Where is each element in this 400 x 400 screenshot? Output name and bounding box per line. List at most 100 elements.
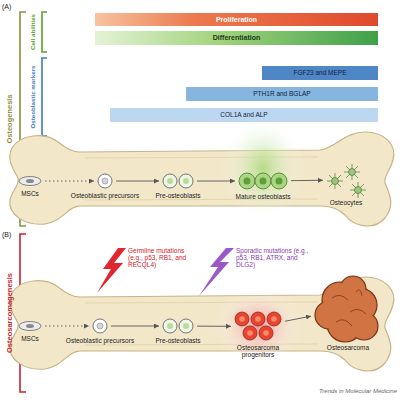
mature-osteoblast-cell xyxy=(255,173,271,189)
sporadic-bolt xyxy=(199,248,234,296)
bracket-markers xyxy=(42,58,47,136)
progenitor-cell xyxy=(251,312,265,326)
stage-cell: Mature osteoblasts xyxy=(237,171,289,191)
mature-osteoblast-cell xyxy=(244,178,251,185)
marker-box: FGF23 and MEPE xyxy=(262,66,378,80)
stage-arrow xyxy=(116,181,159,182)
pre-osteoblast-cell xyxy=(163,174,177,188)
ability-bar: Differentiation xyxy=(95,31,378,45)
stage-cell: Osteocytes xyxy=(325,163,367,197)
tumor-mass xyxy=(351,313,377,339)
marker-box: PTH1R and BGLAP xyxy=(186,87,378,101)
pre-osteoblast-cell xyxy=(179,319,193,333)
differentiation-glow xyxy=(221,116,305,220)
box-label: PTH1R and BGLAP xyxy=(253,90,310,97)
marker-box: COL1A and ALP xyxy=(110,108,378,122)
progenitor-glow xyxy=(213,288,303,364)
stage-arrow xyxy=(45,326,89,327)
box-label: FGF23 and MEPE xyxy=(293,69,346,76)
mutation-note: Sporadic mutations (e.g., p53, RB1, ATRX… xyxy=(236,247,314,268)
progenitor-cell xyxy=(235,312,281,340)
ability-bar: Proliferation xyxy=(95,13,378,26)
progenitor-cell xyxy=(235,312,249,326)
msc-cell xyxy=(19,177,41,186)
bone-drawing xyxy=(10,132,394,226)
sporadic-bolt xyxy=(199,248,234,296)
mature-osteoblast-cell xyxy=(276,178,283,185)
precursor-cell xyxy=(93,319,107,333)
msc-cell xyxy=(19,322,41,331)
progenitor-cell xyxy=(243,326,257,340)
stage-label: MSCs xyxy=(0,190,65,197)
progenitor-cell xyxy=(267,312,281,326)
pre-osteoblast-cell xyxy=(167,178,173,184)
tumor-mass xyxy=(332,290,366,326)
stage-label: Osteoblastic precursors xyxy=(65,337,135,344)
bracket-markers xyxy=(42,58,47,136)
stage-label: Mature osteoblasts xyxy=(228,193,298,200)
tumor-mass xyxy=(315,276,378,342)
pre-osteoblast-cell xyxy=(179,174,193,188)
osteocyte-cell xyxy=(349,169,356,176)
precursor-cell xyxy=(97,323,103,329)
bracket-label: Osteogenesis xyxy=(6,59,14,179)
bone-drawing xyxy=(10,132,394,226)
msc-cell xyxy=(26,324,34,328)
box-label: Proliferation xyxy=(216,16,257,24)
panel-letter: (B) xyxy=(2,231,22,239)
stage-arrow xyxy=(291,180,323,181)
stage-cell: Pre-osteoblasts xyxy=(161,317,195,335)
progenitor-cell xyxy=(259,326,273,340)
mature-osteoblast-cell xyxy=(260,178,267,185)
stage-label: Osteocytes xyxy=(311,199,381,206)
pre-osteoblast-cell xyxy=(163,319,193,333)
box-label: COL1A and ALP xyxy=(220,111,267,118)
germline-bolt xyxy=(97,248,126,293)
stage-label: Osteosarcoma xyxy=(313,344,383,351)
progenitor-glow xyxy=(213,288,303,364)
publisher-credit: Trends in Molecular Medicine xyxy=(280,388,397,395)
bone-drawing xyxy=(10,277,394,371)
stage-cell: Osteoblastic precursors xyxy=(91,317,109,335)
tumor-stage: Osteosarcoma xyxy=(313,276,383,342)
mature-osteoblast-cell xyxy=(239,173,287,189)
box-label: Differentiation xyxy=(213,34,260,42)
tumor-mass xyxy=(315,276,378,342)
pre-osteoblast-cell xyxy=(163,319,177,333)
msc-cell xyxy=(26,179,34,183)
precursor-cell xyxy=(102,178,108,184)
progenitor-cell xyxy=(263,330,269,336)
pre-osteoblast-cell xyxy=(183,178,189,184)
pre-osteoblast-cell xyxy=(183,323,189,329)
bone-drawing xyxy=(10,277,394,371)
stage-arrow xyxy=(45,181,94,182)
osteocyte-cell xyxy=(332,178,339,185)
stage-arrow xyxy=(197,326,231,327)
msc-cell xyxy=(19,322,41,331)
stage-cell: MSCs xyxy=(17,174,43,188)
bracket-label: Osteosarcomagenesis xyxy=(6,233,14,393)
stage-arrow xyxy=(197,181,235,182)
pre-osteoblast-cell xyxy=(163,174,193,188)
stage-arrow xyxy=(111,326,159,327)
precursor-cell xyxy=(98,174,112,188)
progenitor-cell xyxy=(255,316,261,322)
progenitor-cell xyxy=(239,316,277,336)
osteocyte-cell xyxy=(344,164,360,180)
bracket-label: Osteoblastic markers xyxy=(30,57,37,137)
pre-osteoblast-cell xyxy=(167,323,173,329)
stage-cell: Pre-osteoblasts xyxy=(161,172,195,190)
stage-cell: Osteoblastic precursors xyxy=(96,172,114,190)
mutation-note: Germline mutations (e.g., p53, RB1, and … xyxy=(128,247,198,268)
progenitor-cell xyxy=(271,316,277,322)
bracket-cell-abilities xyxy=(42,12,47,52)
progenitor-cell xyxy=(247,330,253,336)
tumor-mass xyxy=(316,302,342,328)
stage-arrow xyxy=(285,316,311,321)
stage-label: Osteosarcoma progenitors xyxy=(223,344,293,358)
stage-label: Pre-osteoblasts xyxy=(143,192,213,199)
osteocyte-cell xyxy=(327,164,366,198)
mature-osteoblast-cell xyxy=(239,173,255,189)
panel-letter: (A) xyxy=(2,3,22,11)
